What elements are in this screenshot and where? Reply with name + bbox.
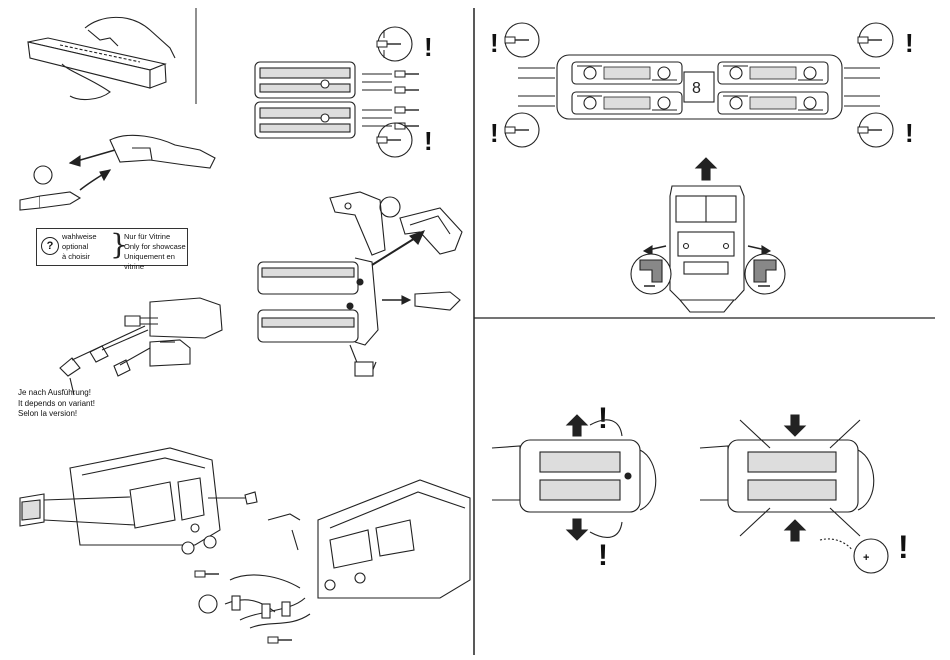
box-removal-illustration (28, 17, 175, 99)
variant-note: Je nach Ausführung! It depends on varian… (18, 388, 95, 420)
coupler-removal-illustration (20, 135, 215, 210)
svg-text:8: 8 (692, 80, 701, 97)
svg-text:!: ! (905, 118, 914, 148)
motor-brush-illustration-left: ! ! (492, 402, 656, 572)
svg-text:!: ! (490, 118, 499, 148)
svg-text:!: ! (424, 32, 433, 62)
option-circle-1 (34, 166, 52, 184)
chassis-pins-right: ! ! ! ! 8 (490, 23, 914, 148)
loco-front-parts-illustration (20, 448, 257, 554)
chassis-pins-top: ! ! (255, 27, 433, 157)
question-circle-icon: ? (41, 237, 59, 255)
svg-text:!: ! (898, 529, 909, 565)
legend-optional-text: wahlweise optional à choisir (62, 232, 97, 262)
option-circle-2 (380, 197, 400, 217)
svg-text:!: ! (598, 402, 608, 435)
battery-cell (854, 539, 888, 573)
battery-plus-label: + (863, 552, 869, 564)
legend-showcase-text: Nur für Vitrine Only for showcase Unique… (124, 232, 187, 272)
loco-front-lift-illustration (631, 158, 785, 312)
svg-text:!: ! (424, 126, 433, 156)
svg-text:!: ! (490, 28, 499, 58)
motor-brush-illustration-right: ! (700, 415, 909, 573)
option-circle-3 (199, 595, 217, 613)
hood-removal-illustration (258, 192, 462, 376)
svg-text:!: ! (905, 28, 914, 58)
buffer-variant-illustration (60, 298, 222, 395)
svg-text:!: ! (598, 539, 608, 572)
showcase-legend: ? wahlweise optional à choisir } Nur für… (36, 228, 188, 266)
loco-cables-illustration (195, 480, 470, 643)
